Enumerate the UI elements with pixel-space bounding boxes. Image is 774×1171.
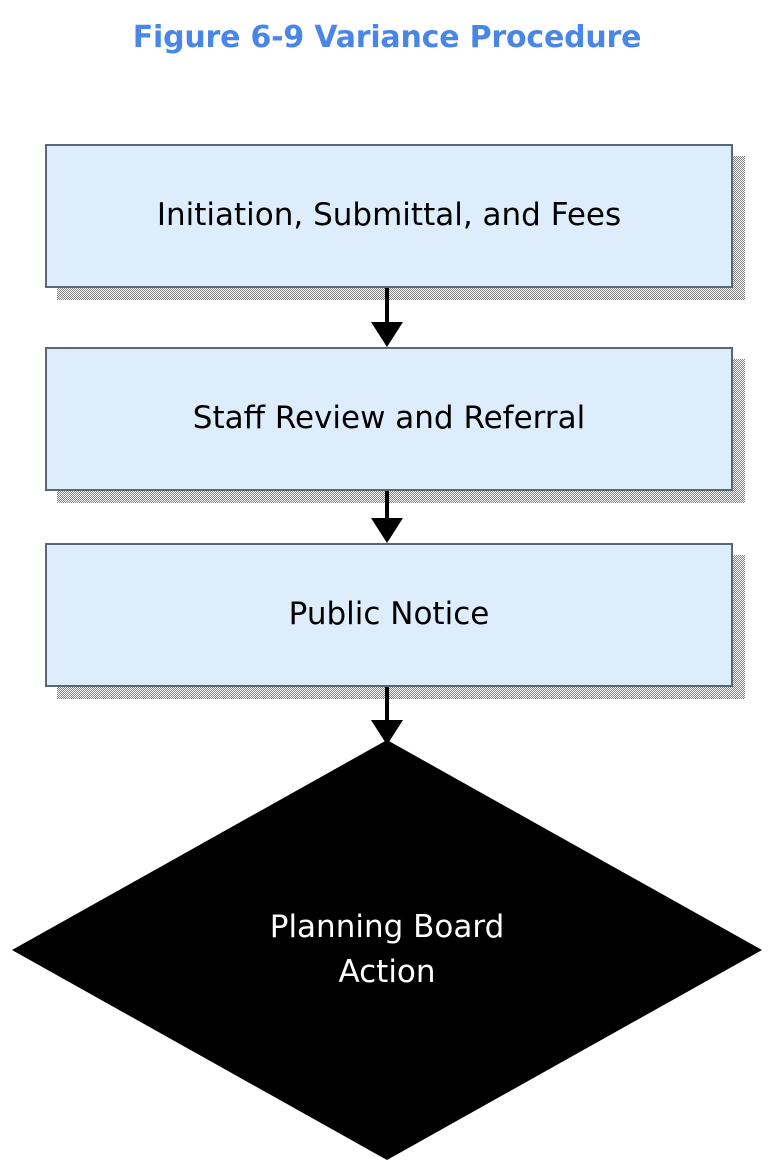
decision-label-line-1: Planning Board	[269, 909, 505, 946]
process-box-label: Public Notice	[288, 596, 490, 633]
arrowhead-down-icon	[371, 518, 403, 543]
arrowhead-down-icon	[371, 720, 403, 745]
decision-label-line-2: Action	[338, 954, 436, 990]
process-box-label: Staff Review and Referral	[192, 400, 586, 437]
connector-line	[385, 491, 389, 520]
process-box-public-notice[interactable]: Public Notice	[45, 543, 733, 687]
process-box-staff-review-and-referral[interactable]: Staff Review and Referral	[45, 347, 733, 491]
connector-step2-to-step3	[371, 491, 403, 543]
arrowhead-down-icon	[371, 322, 403, 347]
connector-step3-to-decision	[371, 687, 403, 745]
connector-line	[385, 288, 389, 324]
connector-line	[385, 687, 389, 722]
connector-step1-to-step2	[371, 288, 403, 347]
figure-title: Figure 6-9 Variance Procedure	[132, 20, 642, 55]
decision-diamond-planning-board-action[interactable]: Planning Board Action	[12, 740, 762, 1160]
process-box-initiation-submittal-and-fees[interactable]: Initiation, Submittal, and Fees	[45, 144, 733, 288]
decision-label: Planning Board Action	[270, 905, 505, 995]
process-box-label: Initiation, Submittal, and Fees	[156, 197, 622, 234]
